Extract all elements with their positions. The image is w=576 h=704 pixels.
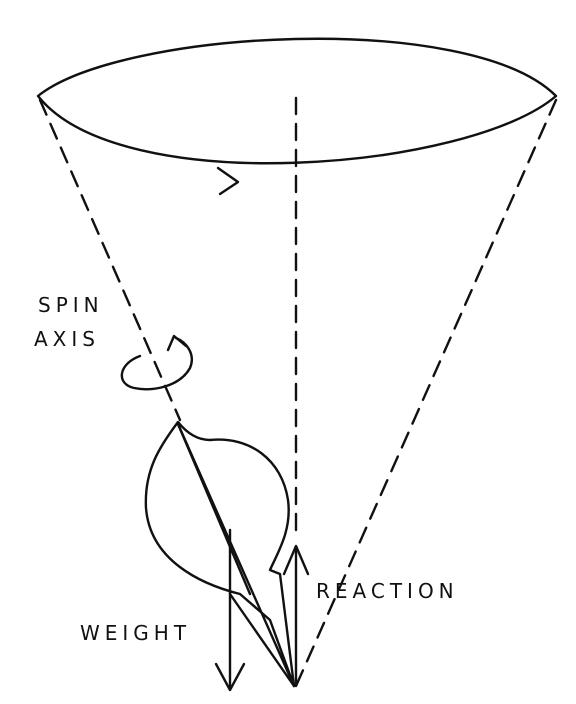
spin-rotation-arrow-icon — [120, 336, 193, 391]
spin-axis-label-line2: AXIS — [34, 327, 100, 351]
precession-circle — [36, 37, 558, 165]
spin-axis-label-line1: SPIN — [38, 293, 104, 317]
spin-rotation-arrowhead — [166, 334, 188, 352]
top-inner-line-right — [228, 592, 296, 688]
cone-right-dashed-line — [294, 98, 558, 688]
weight-label: WEIGHT — [80, 621, 191, 645]
spin-axis-dashed-line — [38, 98, 182, 422]
reaction-label: REACTION — [316, 579, 459, 603]
reaction-arrowhead — [282, 544, 310, 576]
precession-direction-arrow — [216, 166, 240, 196]
spinning-top-body — [144, 420, 296, 688]
weight-arrowhead — [214, 662, 246, 692]
top-inner-line-center — [176, 422, 252, 596]
